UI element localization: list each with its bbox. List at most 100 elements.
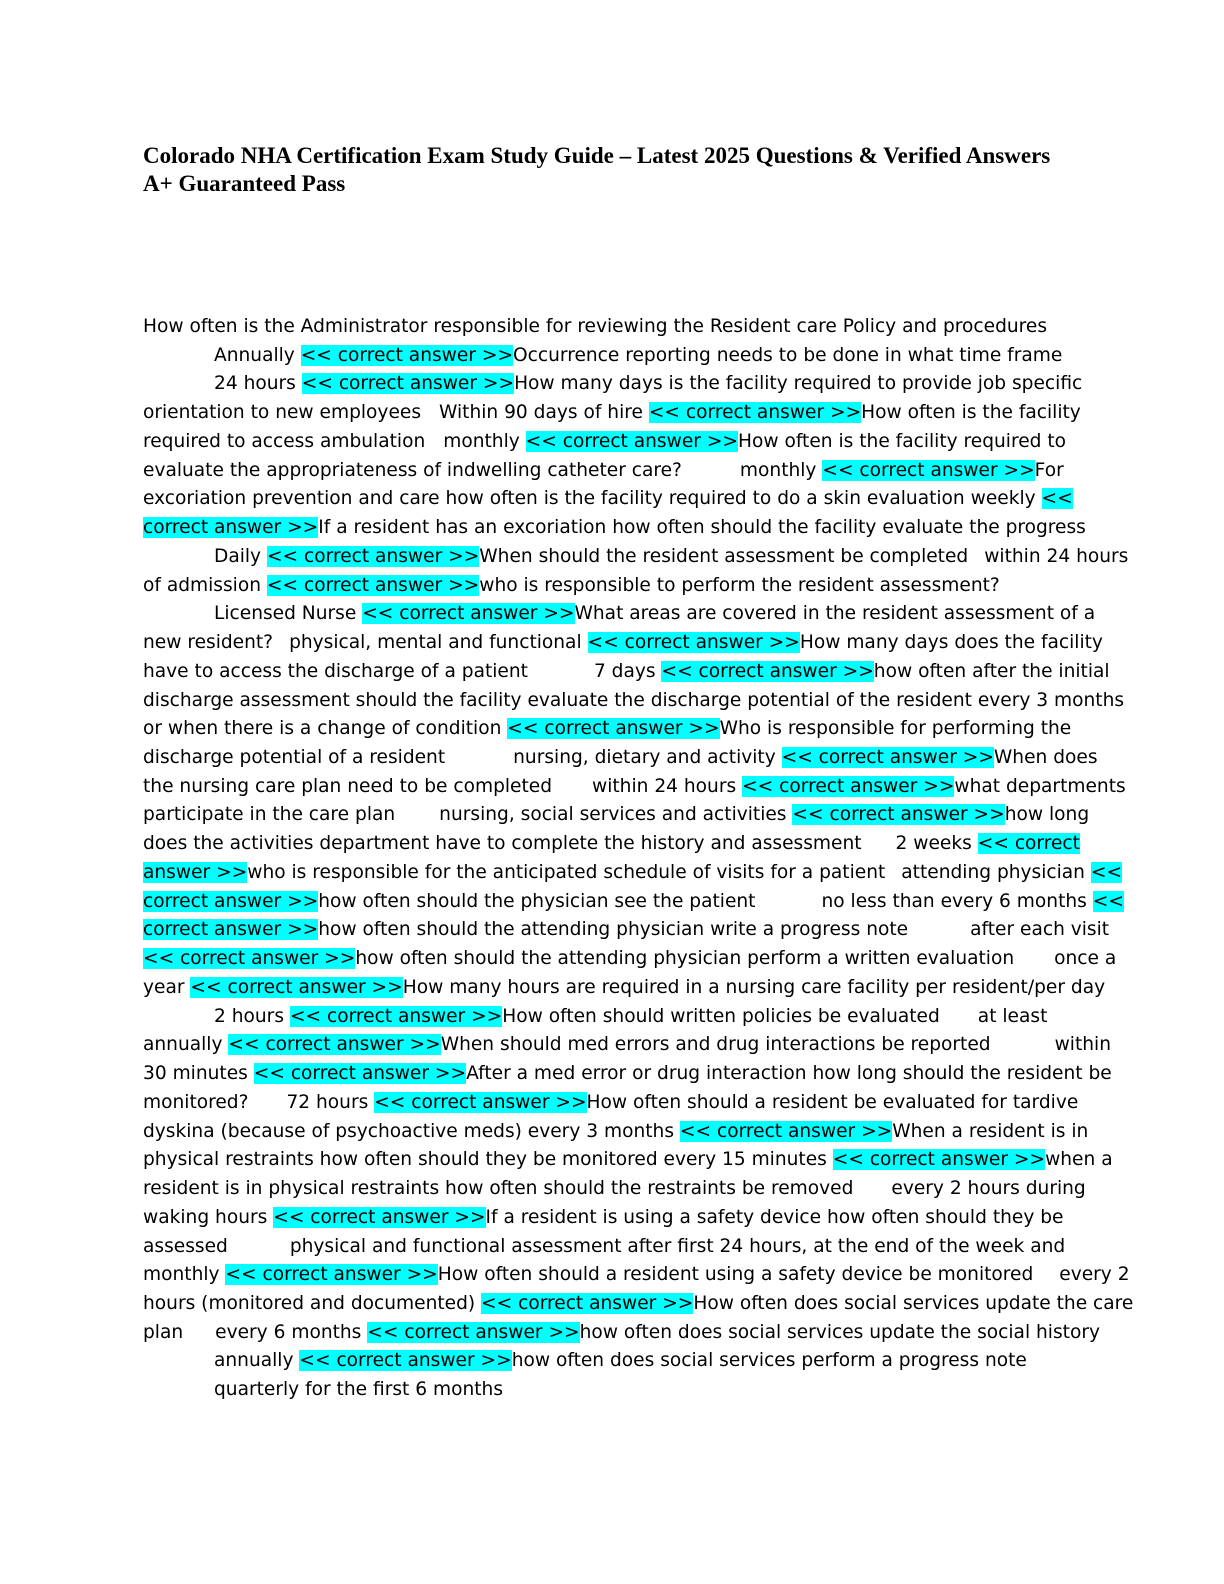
body-text: When a resident is in — [892, 1120, 1089, 1142]
correct-answer-marker: answer >> — [143, 861, 248, 883]
correct-answer-marker: << correct answer >> — [225, 1264, 438, 1286]
text-line: dyskina (because of psychoactive meds) e… — [143, 1118, 1088, 1147]
text-line: Licensed Nurse << correct answer >>What … — [143, 600, 1095, 629]
body-text: How many hours are required in a nursing… — [402, 976, 1106, 998]
text-line: of admission << correct answer >>who is … — [143, 572, 1073, 601]
body-text: assessed — [143, 1235, 228, 1257]
body-text: how often does social services perform a… — [511, 1350, 1027, 1372]
body-text: 2 hours — [214, 1005, 290, 1027]
text-line: Annually << correct answer >>Occurrence … — [143, 342, 1073, 371]
correct-answer-marker: << correct answer >> — [507, 718, 720, 740]
text-line: annually << correct answer >>how often d… — [143, 1347, 1073, 1376]
correct-answer-marker: << — [1041, 488, 1073, 510]
body-text: monthly — [739, 459, 823, 481]
body-text: How often is the facility — [861, 402, 1081, 424]
body-text: If a resident is using a safety device h… — [485, 1206, 1064, 1228]
body-text: how long — [1004, 804, 1090, 826]
text-line: monthly << correct answer >>How often sh… — [143, 1261, 1130, 1290]
body-text: physical restraints how often should the… — [143, 1149, 833, 1171]
text-line: quarterly for the first 6 months — [143, 1376, 1073, 1405]
correct-answer-marker: << correct answer >> — [832, 1149, 1046, 1171]
body-text: physical and functional assessment after… — [289, 1235, 1066, 1257]
body-text: monitored? — [143, 1091, 249, 1113]
body-text: Annually — [214, 344, 301, 366]
body-text: How often is the Administrator responsib… — [143, 316, 1048, 337]
correct-answer-marker: << — [1090, 861, 1123, 883]
body-text: at least — [977, 1005, 1048, 1027]
body-text: have to access the discharge of a patien… — [143, 660, 528, 682]
body-text: How often does social services update th… — [693, 1292, 1134, 1314]
correct-answer-marker: << correct answer >> — [190, 976, 403, 998]
text-line: correct answer >>how often should the ph… — [143, 888, 1124, 917]
correct-answer-marker: << — [1092, 890, 1124, 912]
correct-answer-marker: << correct answer >> — [481, 1292, 694, 1314]
body-text: required to access ambulation — [143, 430, 426, 452]
correct-answer-marker: << correct answer >> — [266, 574, 480, 596]
body-text: quarterly for the first 6 months — [214, 1379, 504, 1401]
correct-answer-marker: << correct answer >> — [301, 373, 515, 395]
body-text: How often should a resident using a safe… — [437, 1264, 1034, 1286]
correct-answer-marker: << correct answer >> — [661, 660, 874, 682]
body-text: within 24 hours — [592, 775, 743, 797]
body-text: Licensed Nurse — [214, 603, 363, 625]
body-text: hours (monitored and documented) — [143, 1292, 482, 1314]
body-text: 7 days — [593, 660, 662, 682]
body-text: what departments — [954, 775, 1126, 797]
body-text: who is responsible to perform the reside… — [479, 574, 1000, 596]
correct-answer-marker: correct answer >> — [143, 919, 319, 941]
body-text: waking hours — [143, 1206, 274, 1228]
correct-answer-marker: << correct answer >> — [299, 1350, 512, 1372]
text-line: annually << correct answer >>When should… — [143, 1031, 1111, 1060]
body-text: annually — [214, 1350, 300, 1372]
body-text: How often should a resident be evaluated… — [586, 1091, 1079, 1113]
body-text: after each visit — [970, 919, 1110, 941]
body-text: 30 minutes — [143, 1063, 254, 1085]
body-text: the nursing care plan need to be complet… — [143, 775, 553, 797]
text-line: new resident?physical, mental and functi… — [143, 629, 1103, 658]
body-text: When should the resident assessment be c… — [479, 545, 969, 567]
body-text: annually — [143, 1034, 229, 1056]
study-guide-body: How often is the Administrator responsib… — [143, 313, 1133, 1405]
body-text: Who is responsible for performing the — [719, 718, 1072, 740]
correct-answer-marker: << correct answer >> — [228, 1034, 441, 1056]
body-text: discharge assessment should the facility… — [143, 689, 1125, 711]
body-text: within — [1054, 1034, 1111, 1056]
body-text: evaluate the appropriateness of indwelli… — [143, 459, 682, 481]
text-line: have to access the discharge of a patien… — [143, 658, 1110, 687]
text-line: hours (monitored and documented) << corr… — [143, 1290, 1133, 1319]
body-text: When does — [993, 747, 1098, 769]
body-text: how often should the attending physician… — [355, 948, 1015, 970]
text-line: evaluate the appropriateness of indwelli… — [143, 457, 1073, 486]
body-text: If a resident has an excoriation how oft… — [318, 517, 1086, 539]
text-line: 2 hours << correct answer >>How often sh… — [143, 1003, 1073, 1032]
body-text: nursing, dietary and activity — [513, 747, 782, 769]
body-text: new resident? — [143, 632, 274, 654]
page-title: Colorado NHA Certification Exam Study Gu… — [143, 143, 1051, 196]
correct-answer-marker: << correct answer >> — [781, 747, 994, 769]
body-text: within 24 hours — [984, 545, 1129, 567]
body-text: monthly — [443, 430, 526, 452]
body-text: monthly — [143, 1264, 226, 1286]
body-text: when a — [1045, 1149, 1113, 1171]
body-text: excoriation prevention and care how ofte… — [143, 488, 1042, 510]
correct-answer-marker: << correct answer >> — [300, 344, 514, 366]
text-line: or when there is a change of condition <… — [143, 715, 1073, 744]
text-line: year << correct answer >>How many hours … — [143, 974, 1105, 1003]
correct-answer-marker: << correct answer >> — [253, 1063, 467, 1085]
text-line: resident is in physical restraints how o… — [143, 1175, 1086, 1204]
correct-answer-marker: << correct — [977, 833, 1080, 855]
correct-answer-marker: << correct answer >> — [273, 1206, 486, 1228]
correct-answer-marker: << correct answer >> — [374, 1091, 587, 1113]
body-text: of admission — [143, 574, 267, 596]
body-text: When should med errors and drug interact… — [440, 1034, 991, 1056]
body-text: once a — [1054, 948, 1117, 970]
text-line: does the activities department have to c… — [143, 830, 1080, 859]
text-line: 30 minutes << correct answer >>After a m… — [143, 1060, 1112, 1089]
body-text: how often does social services update th… — [579, 1321, 1100, 1343]
correct-answer-marker: << correct answer >> — [362, 603, 575, 625]
body-text: dyskina (because of psychoactive meds) e… — [143, 1120, 680, 1142]
